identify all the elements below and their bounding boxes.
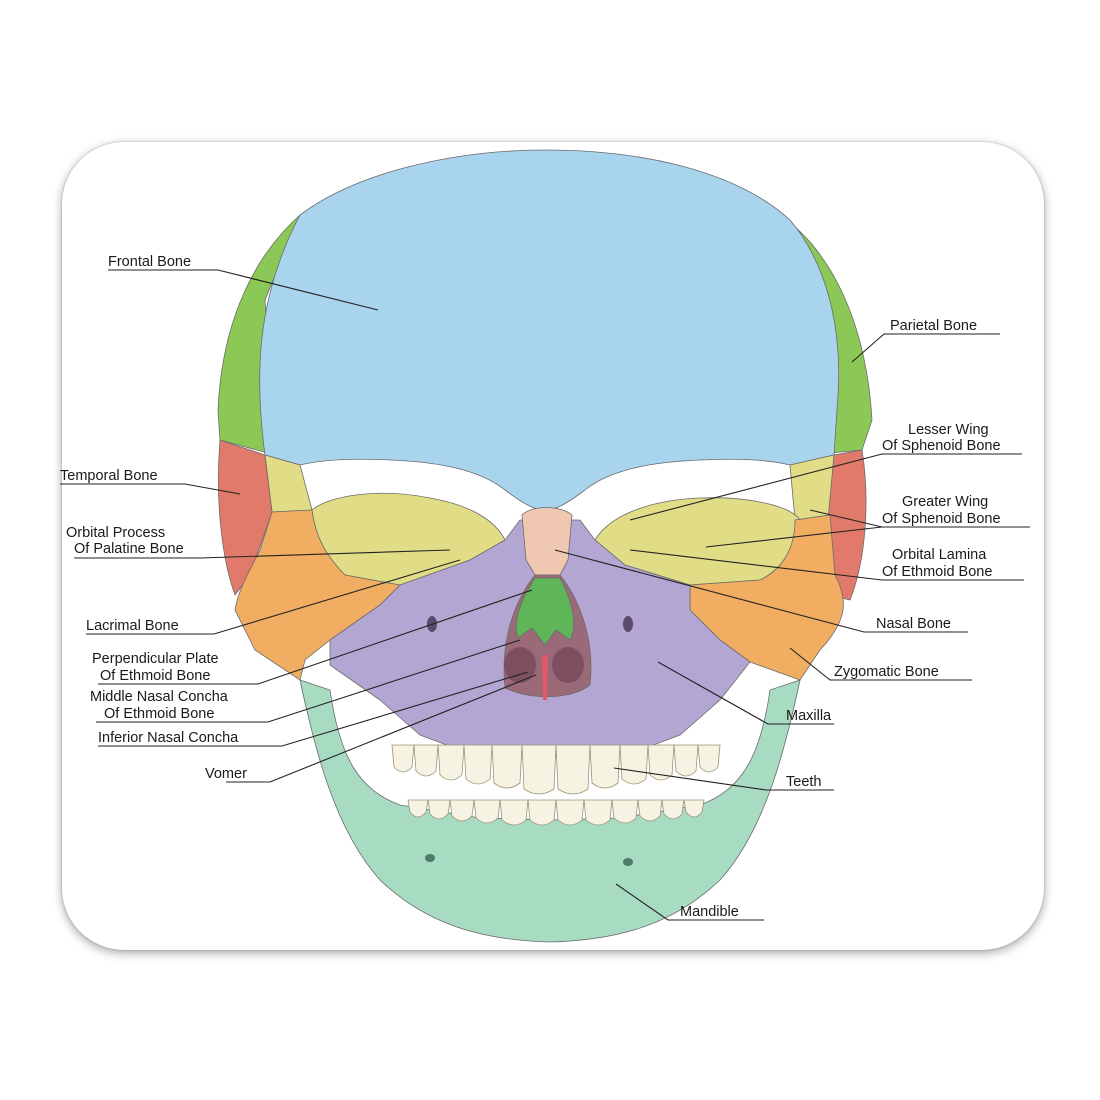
leader-frontal <box>108 269 379 311</box>
upper-tooth <box>491 744 523 789</box>
label-frontal-bone: Frontal Bone <box>108 254 191 270</box>
ethmoid-concha <box>515 577 575 646</box>
label-mandible: Mandible <box>680 904 739 920</box>
inferior-concha-right <box>552 647 584 683</box>
upper-tooth <box>697 744 721 773</box>
lower-tooth <box>427 799 451 820</box>
lower-tooth <box>473 799 501 824</box>
lower-tooth <box>661 799 685 820</box>
leader-vomer <box>226 674 537 783</box>
label-perpendicular-plate-1: Perpendicular Plate <box>92 651 219 667</box>
leader-perpendicular <box>98 589 533 685</box>
leader-nasal <box>554 549 968 633</box>
label-greater-wing-1: Greater Wing <box>902 494 988 510</box>
lower-tooth <box>407 799 429 818</box>
label-middle-concha-1: Middle Nasal Concha <box>90 689 229 705</box>
upper-tooth <box>647 744 675 781</box>
label-greater-wing-2: Of Sphenoid Bone <box>882 511 1001 527</box>
leader-inferior-concha <box>98 671 529 747</box>
mental-foramen-left <box>425 854 435 862</box>
leader-teeth <box>613 767 834 791</box>
upper-tooth <box>521 744 557 795</box>
leader-middle-concha <box>96 639 521 723</box>
lower-tooth <box>499 799 529 826</box>
label-orbital-lamina-2: Of Ethmoid Bone <box>882 564 992 580</box>
zygomatic-bone-left <box>234 509 401 681</box>
leader-lines <box>60 269 1030 921</box>
label-parietal-bone: Parietal Bone <box>890 318 977 334</box>
inferior-concha-left <box>504 647 536 683</box>
label-orbital-process-1: Orbital Process <box>66 525 165 541</box>
labels: Frontal Bone Parietal Bone Temporal Bone… <box>60 254 1001 920</box>
upper-tooth <box>589 744 621 789</box>
lower-tooth <box>683 799 705 818</box>
parietal-bone-left <box>217 214 301 456</box>
upper-tooth <box>413 744 439 777</box>
lower-tooth <box>583 799 613 826</box>
upper-tooth <box>673 744 699 777</box>
lower-tooth <box>611 799 639 824</box>
leader-orbital-lamina <box>629 549 1024 581</box>
upper-teeth <box>391 744 721 795</box>
skull-illustration <box>217 149 873 943</box>
label-lacrimal-bone: Lacrimal Bone <box>86 618 179 634</box>
upper-tooth <box>437 744 465 781</box>
leader-maxilla <box>657 661 834 725</box>
mental-foramen-right <box>623 858 633 866</box>
vomer-bone <box>542 655 548 700</box>
zygomatic-bone-right <box>689 514 844 681</box>
lower-teeth <box>407 799 705 826</box>
label-orbital-process-2: Of Palatine Bone <box>74 541 184 557</box>
label-teeth: Teeth <box>786 774 821 790</box>
label-orbital-lamina-1: Orbital Lamina <box>892 547 987 563</box>
label-maxilla: Maxilla <box>786 708 832 724</box>
label-zygomatic-bone: Zygomatic Bone <box>834 664 939 680</box>
leader-zygomatic <box>789 647 972 681</box>
lower-tooth <box>555 799 585 826</box>
label-inferior-concha: Inferior Nasal Concha <box>98 730 239 746</box>
upper-tooth <box>619 744 649 785</box>
label-vomer: Vomer <box>205 766 247 782</box>
lower-tooth <box>449 799 475 822</box>
lower-tooth <box>527 799 557 826</box>
label-nasal-bone: Nasal Bone <box>876 616 951 632</box>
frontal-bone <box>259 149 839 511</box>
temporal-bone-right <box>827 449 867 601</box>
leader-temporal <box>60 483 241 495</box>
foramen-right <box>623 616 633 632</box>
label-middle-concha-2: Of Ethmoid Bone <box>104 706 214 722</box>
leader-parietal <box>851 333 1000 363</box>
label-lesser-wing-2: Of Sphenoid Bone <box>882 438 1001 454</box>
leader-lacrimal <box>86 559 461 635</box>
label-perpendicular-plate-2: Of Ethmoid Bone <box>100 668 210 684</box>
label-temporal-bone: Temporal Bone <box>60 468 158 484</box>
upper-tooth <box>391 744 415 773</box>
lower-tooth <box>637 799 663 822</box>
upper-tooth <box>463 744 493 785</box>
nasal-bone <box>521 507 573 576</box>
leader-greater-wing-2 <box>705 526 883 548</box>
leader-mandible <box>615 883 764 921</box>
label-lesser-wing-1: Lesser Wing <box>908 422 989 438</box>
leader-orbital-process <box>74 549 451 559</box>
leader-lesser-wing <box>629 453 1022 521</box>
upper-tooth <box>555 744 591 795</box>
